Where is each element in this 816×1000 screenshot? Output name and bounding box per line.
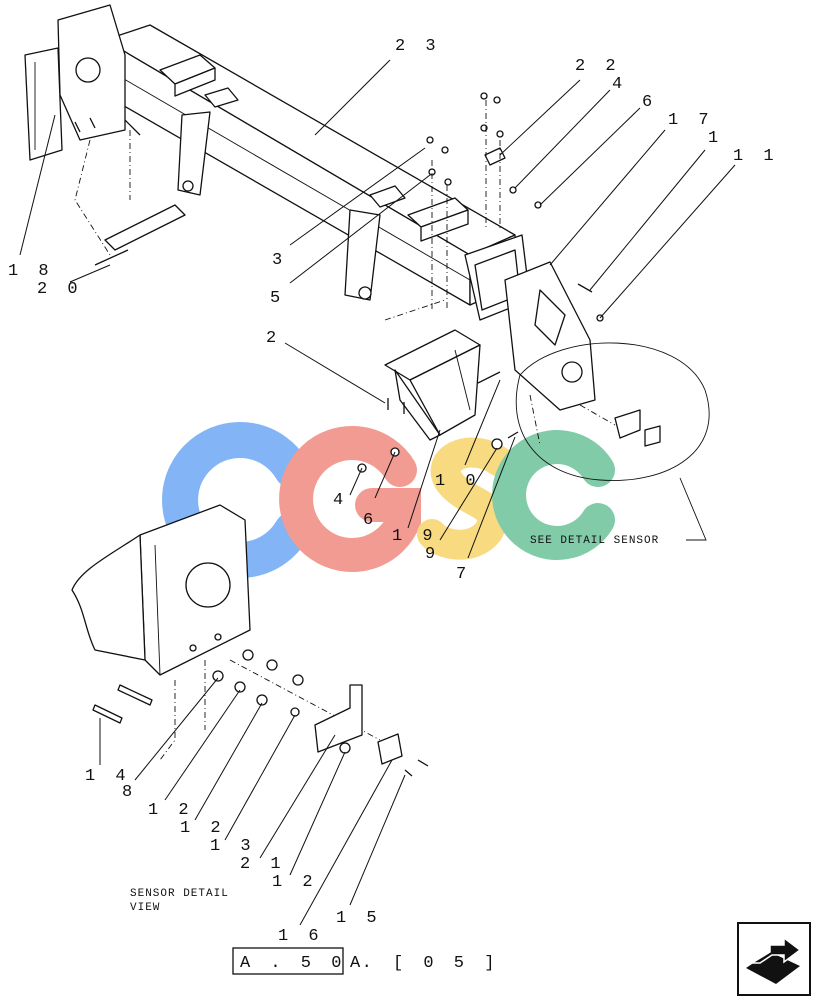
lower-mount	[384, 329, 481, 441]
fastener-hardware	[74, 92, 661, 473]
leader-lines	[19, 59, 736, 926]
callout-6-mid: 6	[363, 511, 378, 530]
callout-8: 8	[122, 783, 137, 802]
see-detail-label: SEE DETAIL SENSOR	[530, 535, 659, 547]
callout-1: 1	[708, 129, 723, 148]
callout-14: 1 4	[85, 767, 131, 786]
callout-16: 1 6	[278, 927, 324, 946]
callout-22: 2 2	[575, 57, 621, 76]
detail-circle	[515, 342, 710, 481]
callout-11: 1 1	[733, 147, 779, 166]
callout-3: 3	[272, 251, 287, 270]
callout-4-top: 4	[612, 75, 627, 94]
reference-code-text[interactable]: A . 5 0 .	[240, 954, 377, 973]
detail-pointer-line	[679, 477, 707, 541]
callout-21: 2 1	[240, 855, 286, 874]
reference-page: [ 0 5 ]	[393, 954, 499, 973]
callout-10: 1 0	[435, 472, 481, 491]
callout-20: 2 0	[37, 280, 83, 299]
callout-12-b: 1 2	[180, 819, 226, 838]
watermark-letter-c1	[162, 422, 310, 578]
callout-7: 7	[456, 565, 471, 584]
reference-code-box[interactable]	[232, 947, 344, 975]
next-page-arrow-icon	[746, 936, 802, 984]
reference-code-suffix: A	[350, 954, 365, 973]
callout-labels: 2 3 2 2 4 6 1 7 1 1 1 1 8 2 0 3 5 2 4 6 …	[8, 37, 779, 946]
sensor-detail-subtitle: VIEW	[130, 902, 160, 914]
sensor-detail-title: SENSOR DETAIL	[130, 888, 229, 900]
callout-4-mid: 4	[333, 491, 348, 510]
next-page-button[interactable]	[737, 922, 811, 996]
watermark	[162, 422, 615, 578]
callout-23: 2 3	[395, 37, 441, 56]
callout-15: 1 5	[336, 909, 382, 928]
callout-17: 1 7	[668, 111, 714, 130]
sensor-detail-view	[71, 504, 429, 777]
callout-6-top: 6	[642, 93, 657, 112]
callout-5: 5	[270, 289, 285, 308]
callout-13: 1 3	[210, 837, 256, 856]
callout-2: 2	[266, 329, 281, 348]
callout-12-c: 1 2	[272, 873, 318, 892]
main-beam	[24, 4, 531, 321]
callout-12-a: 1 2	[148, 801, 194, 820]
callout-19: 1 9	[392, 527, 438, 546]
callout-9: 9	[425, 545, 440, 564]
end-bracket	[504, 261, 596, 411]
reference-code[interactable]: A . 5 0 . A [ 0 5 ]	[232, 947, 499, 975]
watermark-letter-g	[279, 426, 421, 572]
callout-18: 1 8	[8, 262, 54, 281]
watermark-letter-c2	[492, 430, 615, 560]
watermark-letter-s	[417, 437, 515, 560]
